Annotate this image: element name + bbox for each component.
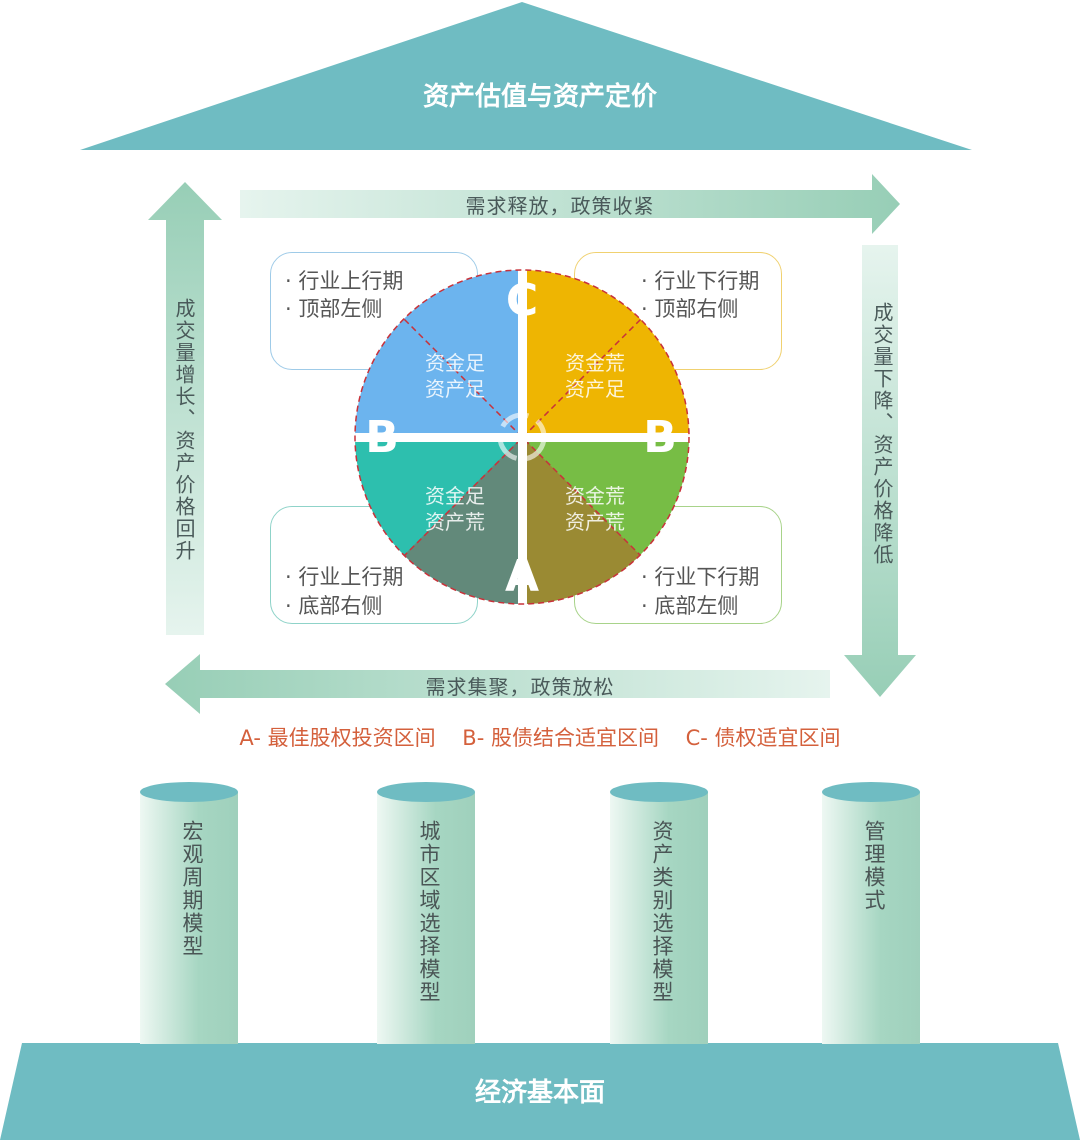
pillars: [140, 782, 920, 1044]
pillar-label-4: 管理模式: [862, 820, 886, 912]
legend-c: C- 债权适宜区间: [685, 726, 841, 750]
quadrant-label-bottom-left: 资金足资产荒: [425, 484, 485, 534]
box-line: · 行业上行期: [285, 565, 404, 589]
box-line: · 行业上行期: [285, 269, 404, 293]
bottom-arrow-label: 需求集聚，政策放松: [425, 675, 615, 699]
box-line: · 底部左侧: [641, 594, 739, 618]
bottom-arrow: [165, 654, 830, 714]
pillar-4: [822, 782, 920, 1044]
legend-a: A- 最佳股权投资区间: [239, 726, 436, 750]
left-arrow-label: 成交量增长、资产价格回升: [172, 298, 196, 562]
quadrant-label-top-left: 资金足资产足: [425, 351, 485, 401]
box-line: · 顶部左侧: [285, 297, 383, 321]
right-arrow: [844, 245, 916, 697]
right-arrow-label: 成交量下降、资产价格降低: [870, 302, 894, 566]
legend: A- 最佳股权投资区间 B- 股债结合适宜区间 C- 债权适宜区间: [0, 722, 1080, 752]
base: [0, 1043, 1080, 1140]
quadrant-label-top-right: 资金荒资产足: [565, 351, 625, 401]
roof: [80, 2, 972, 150]
letter-c: C: [505, 275, 539, 326]
top-arrow-label: 需求释放，政策收紧: [465, 194, 655, 218]
pillar-3: [610, 782, 708, 1044]
legend-b: B- 股债结合适宜区间: [462, 726, 659, 750]
box-line: · 行业下行期: [641, 269, 760, 293]
left-arrow: [148, 182, 222, 635]
pillar-label-2: 城市区域选择模型: [417, 820, 441, 1004]
top-arrow: [240, 174, 900, 234]
box-line: · 行业下行期: [641, 565, 760, 589]
roof-title: 资产估值与资产定价: [422, 82, 657, 112]
letter-b-left: B: [365, 412, 399, 463]
box-line: · 顶部右侧: [641, 297, 739, 321]
base-title: 经济基本面: [474, 1078, 605, 1108]
box-line: · 底部右侧: [285, 594, 383, 618]
pillar-label-1: 宏观周期模型: [180, 820, 204, 958]
quadrant-label-bottom-right: 资金荒资产荒: [565, 484, 625, 534]
pillar-2: [377, 782, 475, 1044]
pillar-1: [140, 782, 238, 1044]
pillar-label-3: 资产类别选择模型: [650, 820, 674, 1004]
letter-a: A: [504, 551, 540, 602]
letter-b-right: B: [643, 412, 677, 463]
